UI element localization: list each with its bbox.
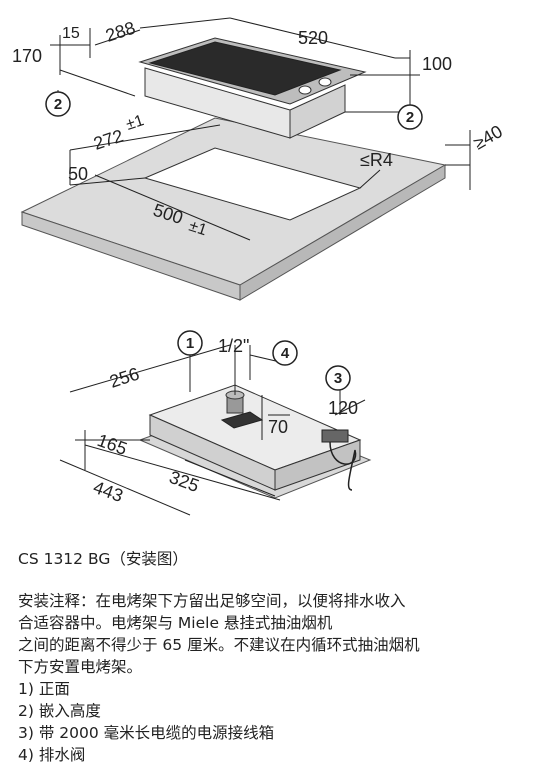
callout-2-right: 2 [397,104,423,130]
dim-272: 272 [91,125,126,153]
bottom-figure [59,344,372,516]
legend-item: 1) 正面 [18,680,70,698]
dim-70: 70 [268,417,288,437]
power-cable [329,441,357,491]
notes-line: 合适容器中。电烤架与 Miele 悬挂式抽油烟机 [18,614,333,632]
dim-520: 520 [298,28,328,48]
top-figure [20,17,471,301]
callout-2-left: 2 [45,91,71,117]
dim-50: 50 [68,164,88,184]
countertop-side-edge [239,164,446,301]
legend-item: 2) 嵌入高度 [18,702,101,720]
callout-3: 3 [325,365,351,391]
svg-text:4: 4 [281,345,290,362]
junction-box [321,429,349,443]
figure-title: CS 1312 BG（安装图） [18,550,188,568]
callout-4: 4 [272,340,298,366]
dim-443: 443 [91,477,126,506]
legend-item: 3) 带 2000 毫米长电缆的电源接线箱 [18,724,275,742]
dim-325: 325 [167,467,202,496]
legend-list: 1) 正面 2) 嵌入高度 3) 带 2000 毫米长电缆的电源接线箱 4) 排… [18,678,533,766]
grill-cooking-surface [148,41,342,96]
caption: CS 1312 BG（安装图） 安装注释：在电烤架下方留出足够空间，以便将排水收… [18,548,533,766]
notes-line: 安装注释：在电烤架下方留出足够空间，以便将排水收入 [18,592,406,610]
callout-1: 1 [177,330,203,356]
dim-15: 15 [62,25,80,42]
svg-text:2: 2 [406,109,414,126]
dim-500-tolerance: ±1 [187,218,209,240]
legend-item: 4) 排水阀 [18,746,86,764]
dim-272-tolerance: ±1 [124,112,146,134]
dim-288: 288 [103,17,138,45]
installation-drawing: 15 288 520 170 100 272 ±1 50 500 ±1 ≤R4 … [12,17,506,516]
dim-1-2-inch: 1/2" [218,336,249,356]
dim-40: ≥40 [470,121,506,153]
notes-line: 之间的距离不得少于 65 厘米。不建议在内循环式抽油烟机 [18,636,420,654]
dim-100: 100 [422,54,452,74]
svg-text:2: 2 [54,96,62,113]
svg-text:1: 1 [186,335,194,352]
dim-256: 256 [107,363,142,391]
svg-text:3: 3 [334,370,342,387]
installation-notes: 安装注释：在电烤架下方留出足够空间，以便将排水收入 合适容器中。电烤架与 Mie… [18,590,533,678]
dim-r4: ≤R4 [360,150,393,170]
dim-120: 120 [328,398,358,418]
dim-170: 170 [12,46,42,66]
knob-icon [298,85,312,95]
knob-icon [318,77,332,87]
notes-line: 下方安置电烤架。 [18,658,143,676]
dim-165: 165 [95,430,130,459]
